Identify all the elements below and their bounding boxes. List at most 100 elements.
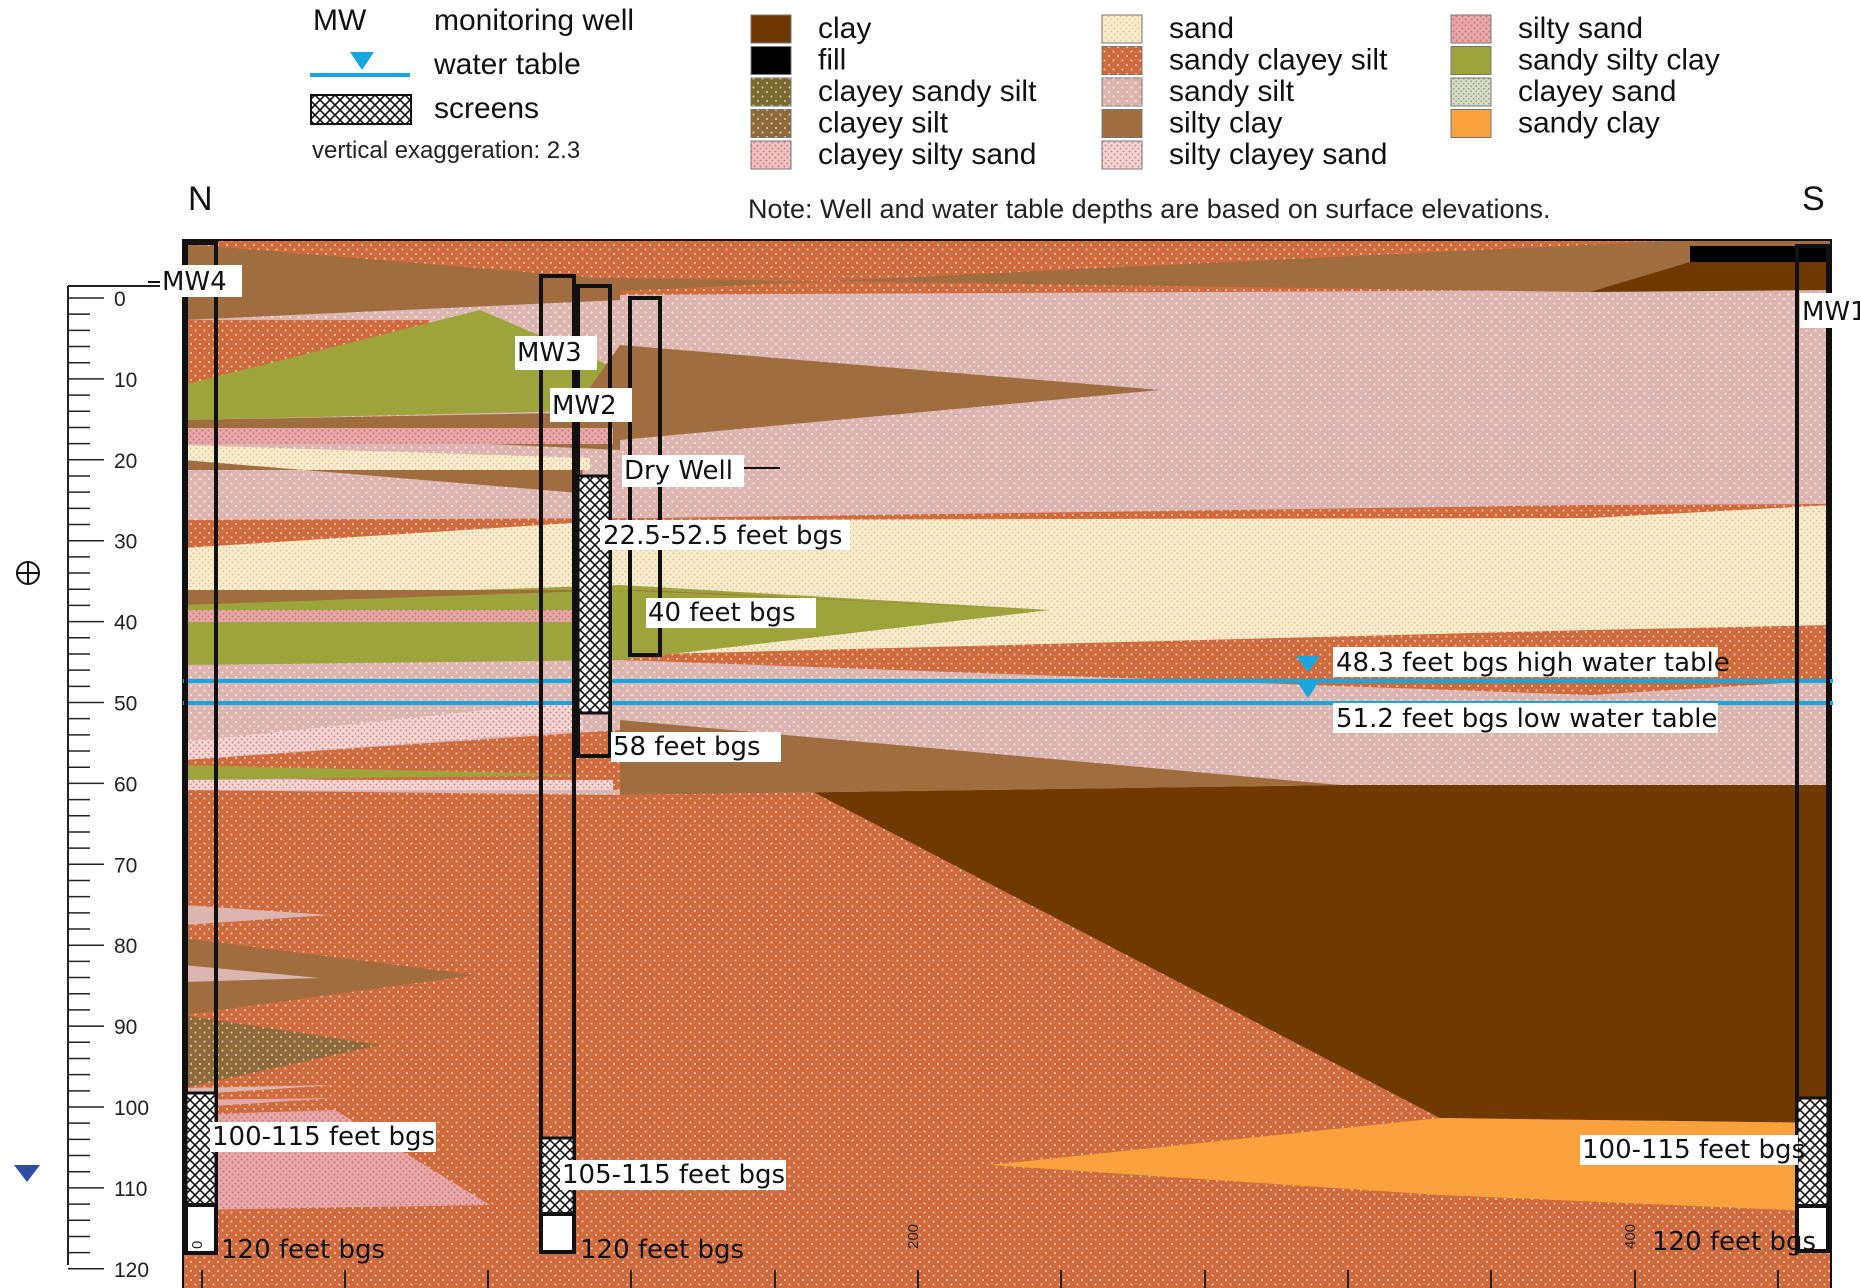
depth-tick-label: 70 bbox=[114, 854, 137, 877]
annotation-mw4-depth: 120 feet bgs bbox=[221, 1235, 385, 1265]
stratum bbox=[183, 938, 475, 1015]
mw-abbrev: MW bbox=[313, 4, 367, 37]
stratum bbox=[183, 590, 1050, 610]
depth-tick-label: 110 bbox=[114, 1178, 147, 1201]
depth-tick-label: 40 bbox=[114, 612, 137, 635]
legend-label: clayey sand bbox=[1518, 75, 1676, 108]
stratum bbox=[183, 460, 583, 493]
legend-item: sandy clayey silt bbox=[1101, 44, 1388, 77]
legend-swatch bbox=[1450, 46, 1492, 75]
legend-label: silty clayey sand bbox=[1169, 138, 1387, 171]
legend-item: silty sand bbox=[1450, 12, 1643, 45]
label-mw2: MW2 bbox=[552, 391, 617, 421]
depth-tick-label: 0 bbox=[114, 288, 126, 311]
annotation-mw2-screen: 22.5-52.5 feet bgs bbox=[603, 521, 843, 551]
legend-item: clay bbox=[750, 12, 871, 45]
annotation-mw3-screen: 105-115 feet bgs bbox=[562, 1160, 785, 1190]
legend-label: sand bbox=[1169, 12, 1234, 45]
stratum bbox=[183, 765, 600, 780]
south-label: S bbox=[1802, 180, 1825, 218]
legend-swatch bbox=[750, 14, 792, 44]
legend-item: fill bbox=[750, 44, 846, 77]
legend-label: silty clay bbox=[1169, 107, 1282, 140]
legend-label: clayey silt bbox=[818, 107, 949, 140]
distance-tick-label: 400 bbox=[1622, 1224, 1639, 1249]
stratum bbox=[800, 785, 1831, 1123]
annotation-low-water-table: 51.2 feet bgs low water table bbox=[1336, 704, 1717, 734]
depth-tick-label: 20 bbox=[114, 450, 137, 473]
legend-item: silty clayey sand bbox=[1101, 138, 1387, 171]
distance-tick-label: 0 bbox=[189, 1241, 206, 1249]
annotation-mw2-depth: 58 feet bgs bbox=[613, 732, 761, 762]
legend-item: sand bbox=[1101, 12, 1234, 45]
stratum bbox=[183, 1098, 335, 1108]
legend-label: sandy silty clay bbox=[1518, 44, 1720, 77]
stratum bbox=[183, 240, 1831, 320]
section-frame bbox=[182, 239, 1832, 1288]
legend-item: silty clay bbox=[1101, 107, 1282, 140]
well-bottom-mw1 bbox=[1795, 1204, 1830, 1253]
label-mw4: MW4 bbox=[162, 267, 227, 297]
annotation-mw3-depth: 120 feet bgs bbox=[580, 1235, 744, 1265]
legend-swatch bbox=[1450, 109, 1492, 138]
depth-tick-label: 10 bbox=[114, 369, 137, 392]
legend-label: clayey sandy silt bbox=[818, 75, 1037, 108]
water-level-icon bbox=[1296, 656, 1320, 672]
water-table-symbol-icon bbox=[310, 52, 410, 77]
annotation-mw4-screen: 100-115 feet bgs bbox=[212, 1122, 435, 1152]
screen-mw1 bbox=[1795, 1096, 1830, 1208]
depth-tick-label: 30 bbox=[114, 531, 137, 554]
legend-label: sandy clay bbox=[1518, 107, 1660, 140]
legend-item: sandy silty clay bbox=[1450, 44, 1720, 77]
label-mw3: MW3 bbox=[517, 338, 582, 368]
legend-swatch bbox=[1101, 109, 1143, 138]
symbol-legend: MW monitoring well water table screens v… bbox=[310, 4, 634, 164]
stratum bbox=[183, 244, 620, 320]
depth-tick-label: 120 bbox=[114, 1259, 149, 1282]
well-bottom-mw4 bbox=[184, 1203, 218, 1255]
legend-swatch bbox=[750, 46, 792, 75]
stratum bbox=[183, 1085, 335, 1095]
annotation-high-water-table: 48.3 feet bgs high water table bbox=[1336, 648, 1730, 678]
legend-item: clayey sand bbox=[1450, 75, 1676, 108]
blue-triangle-icon bbox=[14, 1165, 40, 1182]
stratum bbox=[183, 585, 1050, 665]
legend-item: sandy silt bbox=[1101, 75, 1295, 108]
legend-item: clayey silty sand bbox=[750, 138, 1036, 171]
depth-tick-label: 60 bbox=[114, 773, 137, 796]
north-label: N bbox=[188, 180, 213, 218]
screen-mw2 bbox=[576, 474, 612, 715]
legend-item: clayey sandy silt bbox=[750, 75, 1037, 108]
legend-label: sandy clayey silt bbox=[1169, 44, 1388, 77]
stratum bbox=[560, 345, 1160, 440]
depth-tick-label: 90 bbox=[114, 1016, 137, 1039]
annotation-mw1-screen: 100-115 feet bgs bbox=[1582, 1135, 1805, 1165]
depth-annotations: 22.5-52.5 feet bgs 40 feet bgs 58 feet b… bbox=[210, 520, 1816, 1265]
stratum bbox=[620, 720, 1340, 795]
legend-item: clayey silt bbox=[750, 107, 949, 140]
label-mw1: MW1 bbox=[1802, 297, 1860, 327]
strata-group bbox=[183, 240, 1831, 1288]
water-table-label: water table bbox=[433, 48, 581, 81]
stratum bbox=[183, 905, 330, 925]
note-text: Note: Well and water table depths are ba… bbox=[748, 194, 1551, 224]
label-dry-well: Dry Well bbox=[624, 456, 733, 486]
legend-label: fill bbox=[818, 44, 846, 77]
distance-axis: 0 200 400 bbox=[189, 1224, 1779, 1288]
wells-group bbox=[184, 241, 1830, 1255]
mw-label: monitoring well bbox=[434, 4, 634, 37]
water-level-icon bbox=[1296, 680, 1320, 698]
depth-tick-label: 100 bbox=[114, 1097, 149, 1120]
annotation-mw1-depth: 120 feet bgs bbox=[1652, 1227, 1816, 1257]
legend-item: sandy clay bbox=[1450, 107, 1660, 140]
distance-tick-label: 200 bbox=[905, 1224, 922, 1249]
stratum bbox=[1590, 262, 1831, 292]
stratum bbox=[1690, 246, 1831, 262]
legend-label: clay bbox=[818, 12, 871, 45]
crosshair-circle-icon bbox=[16, 561, 40, 585]
screens-label: screens bbox=[434, 92, 539, 125]
vertical-exaggeration: vertical exaggeration: 2.3 bbox=[312, 137, 580, 164]
